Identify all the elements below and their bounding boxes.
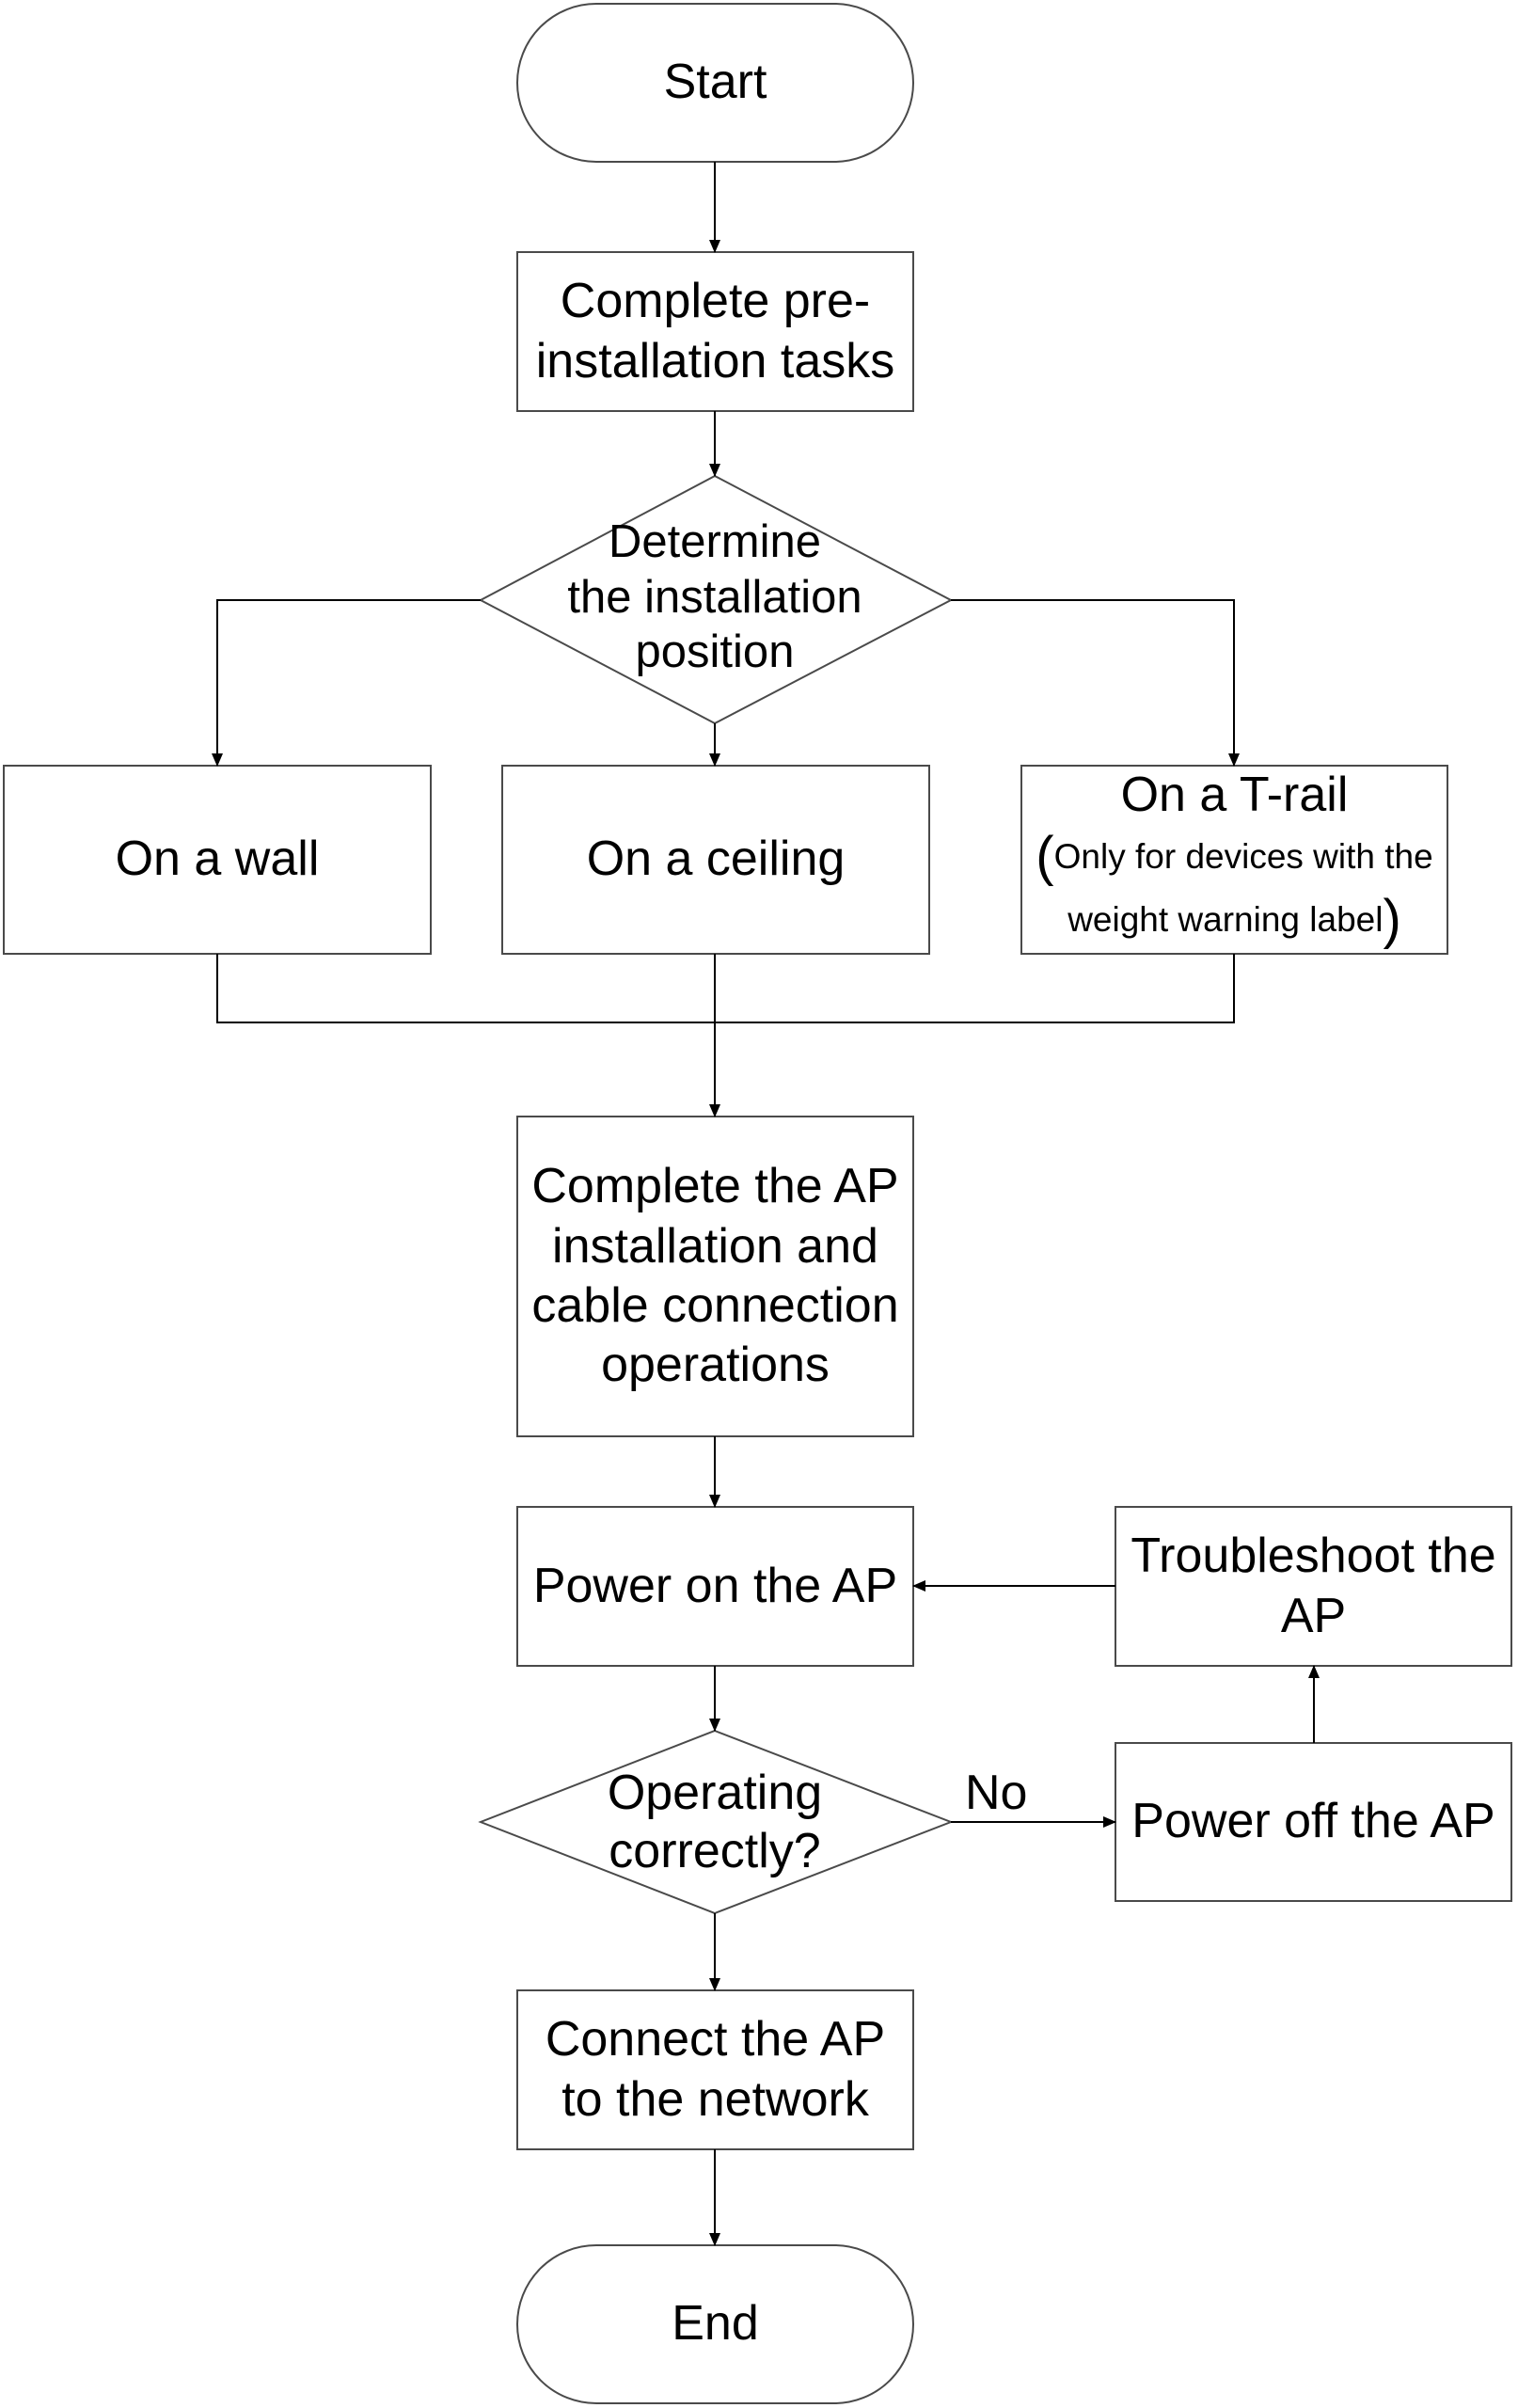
trail-note-line1: ( Only for devices with the [1036, 826, 1433, 888]
wall-label: On a wall [115, 832, 320, 887]
connect-label: Connect the AP to the network [545, 2012, 886, 2127]
determine-label: Determine the installation position [567, 515, 862, 678]
troubleshoot-label: Troubleshoot the AP [1131, 1529, 1496, 1643]
ceiling-label: On a ceiling [586, 832, 846, 887]
power-on-label: Power on the AP [532, 1558, 898, 1613]
preinstall-label: Complete pre- installation tasks [535, 274, 895, 388]
operating-label: Operating correctly? [607, 1765, 823, 1878]
arrow-determine-to-trail [951, 599, 1240, 767]
trail-note-line2: weight warning label ) [1067, 888, 1401, 950]
merge-line-wall [216, 954, 1235, 1023]
install-label: Complete the AP installation and cable c… [531, 1159, 899, 1393]
power-off-label: Power off the AP [1131, 1794, 1495, 1849]
trail-title: On a T-rail [1120, 768, 1349, 823]
start-label: Start [663, 55, 767, 110]
trail-label: On a T-rail ( Only for devices with the … [1021, 766, 1447, 954]
no-branch-label: No [965, 1766, 1028, 1821]
end-label: End [672, 2296, 759, 2352]
arrow-determine-to-wall [212, 599, 481, 767]
